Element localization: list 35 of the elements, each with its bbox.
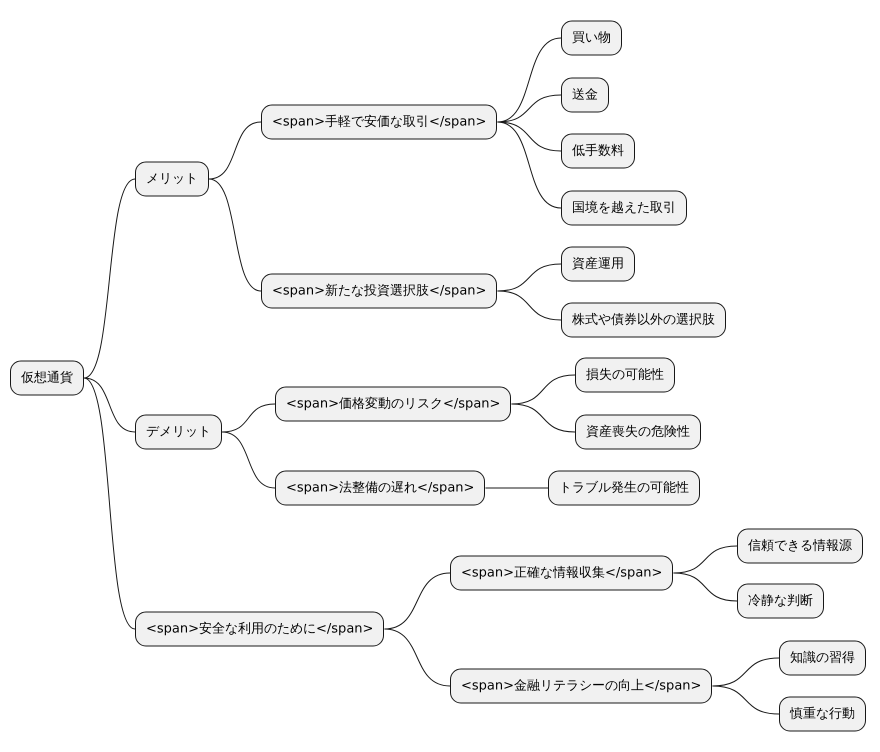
topic-box: 資産運用 <box>561 246 635 282</box>
connector-line <box>222 432 276 488</box>
connector-line <box>510 404 576 432</box>
connector-line <box>712 686 780 714</box>
topic-box: 国境を越えた取引 <box>561 190 687 226</box>
connector-line <box>496 290 562 320</box>
connector-line <box>84 378 136 630</box>
topic-box: <span>金融リテラシーの向上</span> <box>450 668 712 704</box>
connector-line <box>384 628 450 686</box>
topic-box: 慎重な行動 <box>779 696 866 732</box>
topic-box: <span>法整備の遅れ</span> <box>275 470 486 506</box>
topic-box: 送金 <box>561 78 609 112</box>
topic-box: 冷静な判断 <box>737 584 824 618</box>
topic-box: <span>新たな投資選択肢</span> <box>261 274 498 308</box>
topic-box: 知識の習得 <box>779 640 866 676</box>
connector-line <box>672 572 738 602</box>
topic-box: <span>価格変動のリスク</span> <box>275 386 512 422</box>
topic-box: 低手数料 <box>561 134 635 168</box>
topic-box: <span>正確な情報収集</span> <box>450 556 674 590</box>
topic-box: 信頼できる情報源 <box>737 528 863 564</box>
topic-box: 損失の可能性 <box>575 358 675 392</box>
connector-line <box>84 178 136 378</box>
topic-box: デメリット <box>135 414 222 450</box>
topic-box: <span>手軽で安価な取引</span> <box>261 104 498 140</box>
topic-box: メリット <box>135 162 209 196</box>
topic-box: 資産喪失の危険性 <box>575 414 701 450</box>
connector-line <box>84 378 136 432</box>
connector-line <box>496 122 562 208</box>
topic-box: トラブル発生の可能性 <box>548 470 700 506</box>
topic-box: 仮想通貨 <box>10 360 84 396</box>
topic-box: 株式や債券以外の選択肢 <box>561 302 726 338</box>
connector-line <box>208 122 262 180</box>
topic-box: 買い物 <box>561 20 622 56</box>
connector-line <box>208 178 262 292</box>
topic-box: <span>安全な利用のために</span> <box>135 612 384 646</box>
